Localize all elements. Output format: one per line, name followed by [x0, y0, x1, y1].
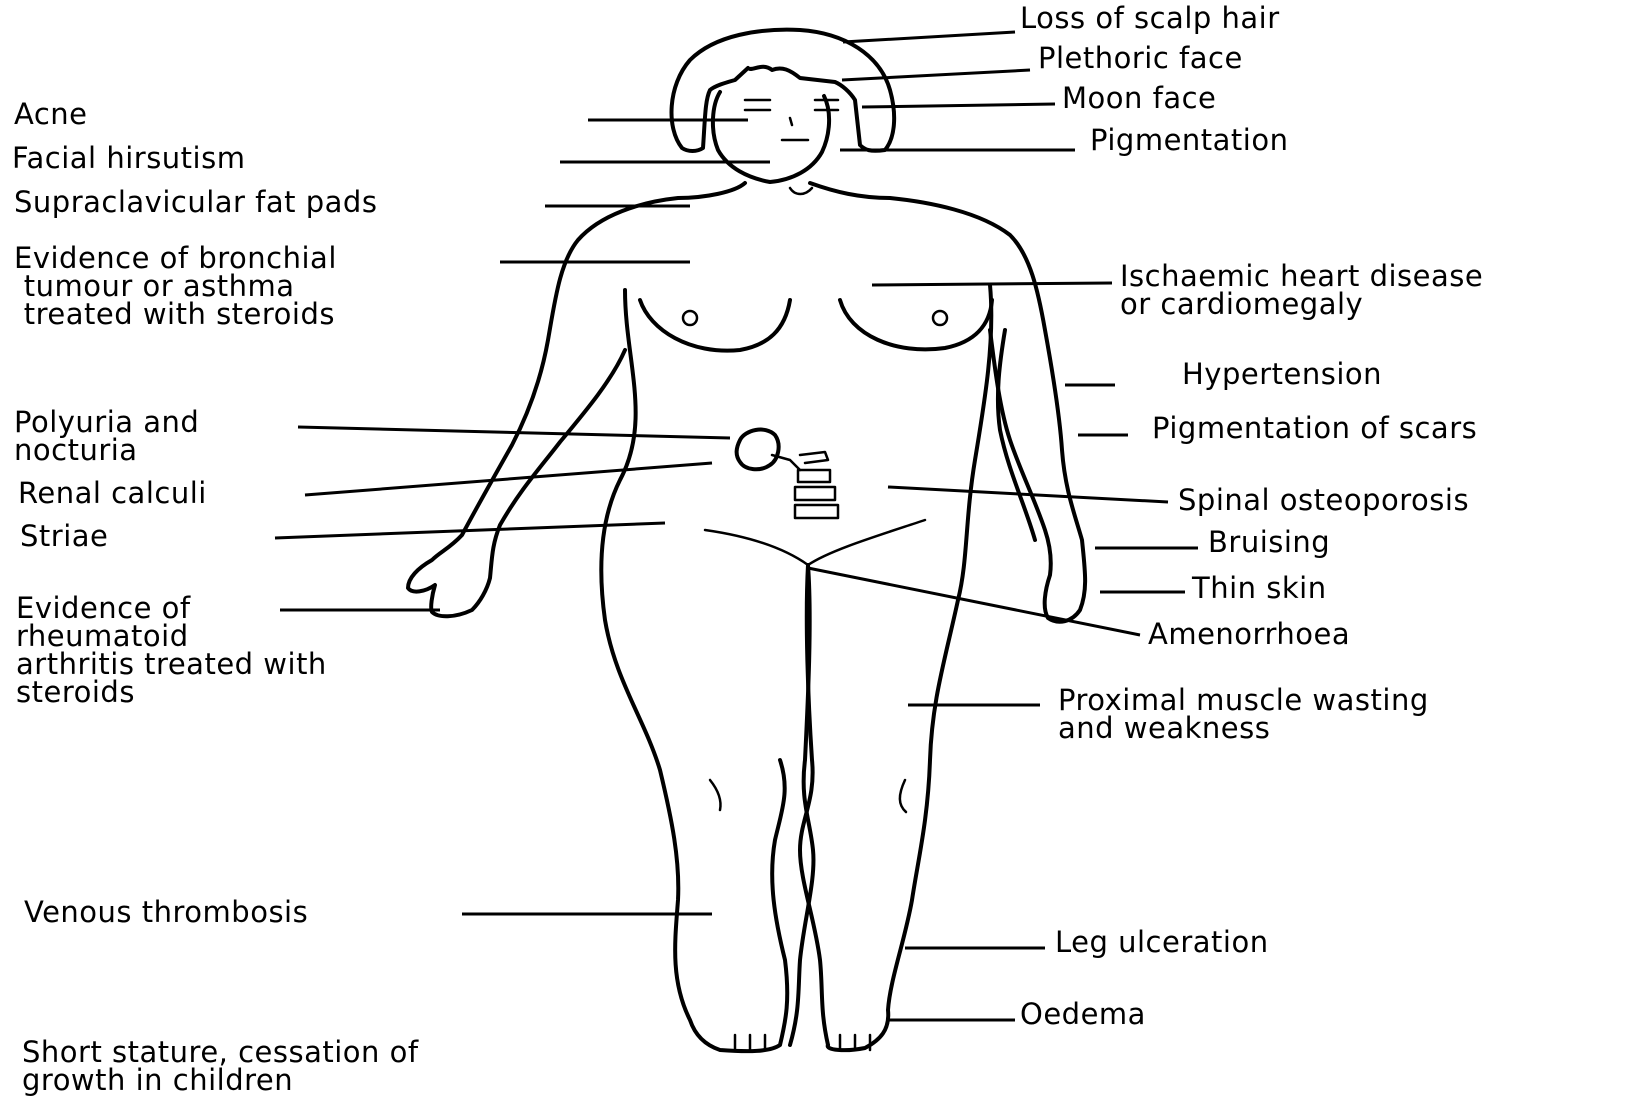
left-torso [601, 290, 787, 1051]
knee-left [710, 780, 721, 810]
label-proximal-muscle-wasting: Proximal muscle wasting and weakness [1058, 686, 1429, 742]
eye-left [745, 100, 770, 110]
label-thin-skin: Thin skin [1192, 574, 1327, 602]
label-oedema: Oedema [1020, 1000, 1146, 1028]
label-loss-of-scalp-hair: Loss of scalp hair [1020, 4, 1280, 32]
kidney [737, 430, 779, 470]
leader-plethoric [842, 70, 1030, 80]
breast-right [840, 300, 992, 349]
label-venous-thrombosis: Venous thrombosis [24, 898, 308, 926]
leader-polyuria [298, 427, 730, 438]
leader-ischaemic [872, 283, 1112, 285]
face-outline [713, 92, 829, 182]
leader-striae [275, 523, 665, 538]
leader-moon-face [862, 104, 1055, 107]
label-pigmentation: Pigmentation [1090, 126, 1288, 154]
leader-scalp-hair [843, 32, 1015, 42]
nose [790, 118, 792, 125]
label-ischaemic-heart-disease: Ischaemic heart disease or cardiomegaly [1120, 262, 1483, 318]
nipple-right [933, 311, 947, 325]
label-amenorrhoea: Amenorrhoea [1148, 620, 1350, 648]
label-striae: Striae [20, 522, 108, 550]
right-body-outline [810, 183, 1085, 622]
neck-mark [790, 188, 812, 194]
label-bronchial-tumour: Evidence of bronchial tumour or asthma t… [14, 244, 337, 328]
pelvis-line [705, 520, 925, 565]
label-supraclavicular-fat-pads: Supraclavicular fat pads [14, 188, 377, 216]
label-facial-hirsutism: Facial hirsutism [12, 144, 245, 172]
label-rheumatoid-arthritis: Evidence of rheumatoid arthritis treated… [16, 594, 327, 706]
hair-outline [672, 30, 895, 151]
leader-amenorrhoea [808, 568, 1140, 635]
label-renal-calculi: Renal calculi [18, 479, 207, 507]
knee-right [900, 780, 906, 812]
label-spinal-osteoporosis: Spinal osteoporosis [1178, 486, 1469, 514]
right-arm-inner [998, 330, 1035, 540]
spine [795, 470, 838, 518]
label-hypertension: Hypertension [1182, 360, 1382, 388]
leader-renal [305, 463, 712, 495]
label-polyuria-nocturia: Polyuria and nocturia [14, 408, 199, 464]
label-pigmentation-of-scars: Pigmentation of scars [1152, 414, 1477, 442]
label-plethoric-face: Plethoric face [1038, 44, 1243, 72]
vertebra-top [800, 452, 828, 463]
label-moon-face: Moon face [1062, 84, 1216, 112]
toes-left [735, 1035, 765, 1050]
ureter [772, 455, 800, 470]
label-acne: Acne [14, 100, 88, 128]
nipple-left [683, 311, 697, 325]
label-leg-ulceration: Leg ulceration [1055, 928, 1269, 956]
left-body-outline [408, 183, 745, 616]
label-short-stature: Short stature, cessation of growth in ch… [22, 1038, 419, 1094]
breast-left [640, 300, 790, 351]
right-torso [828, 285, 992, 1050]
label-bruising: Bruising [1208, 528, 1330, 556]
